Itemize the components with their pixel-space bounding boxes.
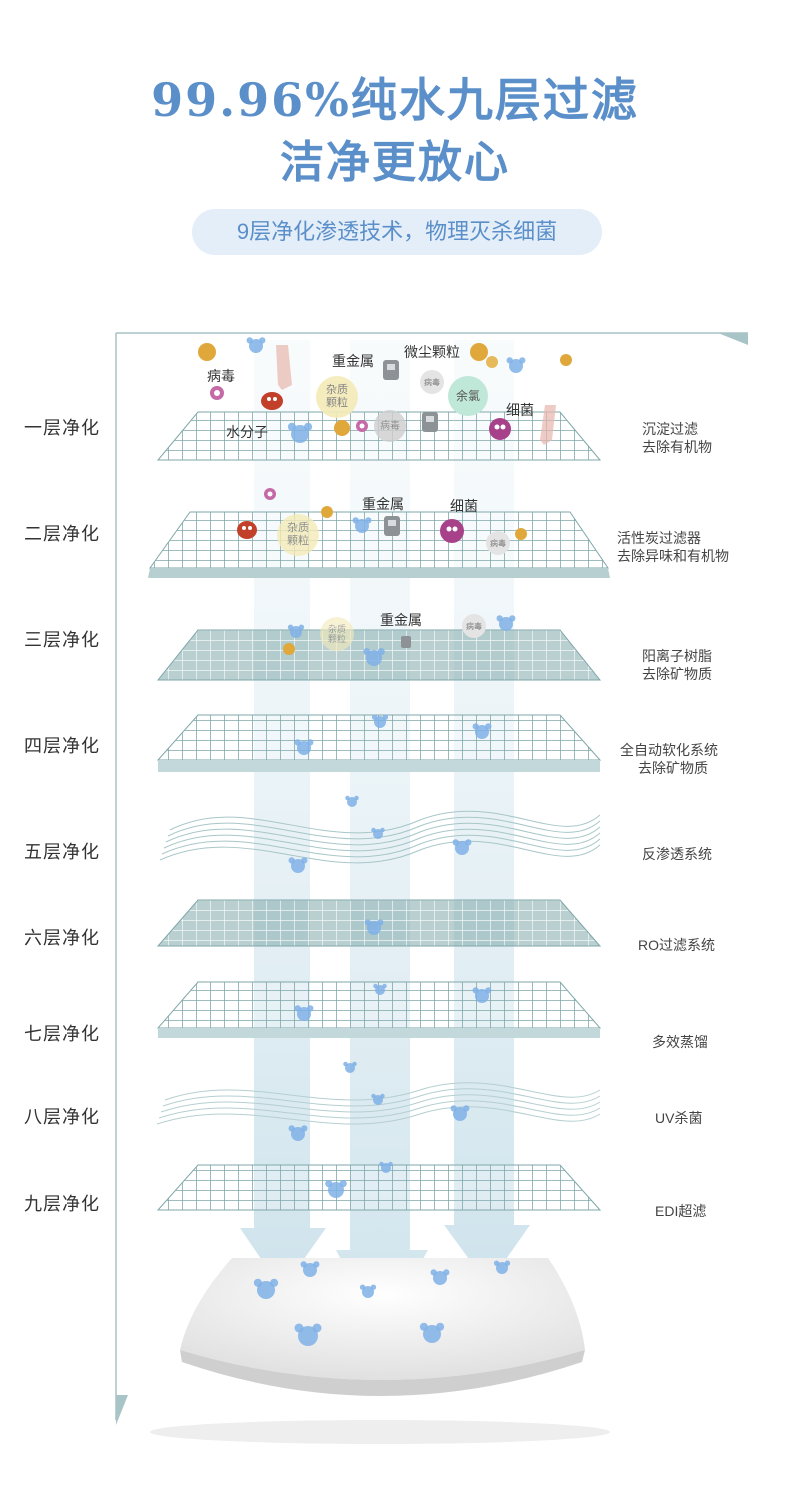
water-molecule-icon [287,624,305,638]
layer-name-5: 五层净化 [24,842,100,862]
headline-line-1: 99.96%纯水九层过滤 [151,73,639,127]
layer-name-2: 二层净化 [24,524,100,544]
water-bowl [150,1258,610,1444]
dust-particle [486,356,498,368]
filter-layer-8 [156,1082,601,1125]
residual-chlorine-bubble: 余氯 [448,376,488,416]
dust-particle [321,506,333,518]
bacteria-icon [489,418,511,440]
water-molecule-icon [287,422,313,443]
falling-particle [540,405,556,445]
water-molecule-icon [363,648,385,666]
heavy-metal-icon [383,360,399,380]
water-molecule-icon [359,1284,377,1298]
heavy-metal-icon [384,516,400,536]
label-bacteria: 细菌 [450,498,478,514]
layer-desc-4: 全自动软化系统 去除矿物质 [620,742,718,776]
dust-particle [560,354,572,366]
water-molecule-icon [379,1161,393,1173]
virus-bubble: 病毒 [486,531,510,555]
label-heavy-metal: 重金属 [362,496,404,512]
heavy-metal-icon [401,636,411,648]
dust-particle [283,643,295,655]
dust-particle [515,528,527,540]
water-molecule-icon [371,1093,385,1105]
label-dust: 微尘颗粒 [404,344,460,360]
water-molecule-icon [506,357,526,373]
filter-layer-7 [156,981,602,1038]
virus-bubble: 病毒 [462,614,486,638]
layer-desc-5: 反渗透系统 [642,846,712,862]
layer-name-9: 九层净化 [24,1194,100,1214]
layer-name-4: 四层净化 [24,736,100,756]
water-molecule-icon [325,1180,347,1198]
water-molecule-icon [253,1278,279,1299]
water-molecule-icon [419,1322,445,1343]
filter-layer-5 [159,810,601,864]
water-molecule-icon [373,983,387,995]
virus-icon [264,488,276,500]
falling-particle [276,345,292,390]
heavy-metal-icon [422,412,438,432]
water-molecule-icon [452,839,472,855]
headline-line-2: 洁净更放心 [280,137,510,188]
layer-name-6: 六层净化 [24,928,100,948]
water-molecule-icon [345,795,359,807]
water-molecule-icon [493,1260,511,1274]
water-molecule-icon [288,1125,308,1141]
dust-particle [470,343,488,361]
water-molecule-icon [246,337,266,353]
water-molecule-icon [364,919,384,935]
virus-icon [210,386,224,400]
filter-layer-2 [148,511,610,578]
layer-desc-2: 活性炭过滤器 去除异味和有机物 [617,530,729,564]
diagram-frame [115,332,748,1425]
label-bacteria: 细菌 [506,402,534,418]
layer-name-7: 七层净化 [24,1024,100,1044]
label-heavy-metal: 重金属 [380,612,422,628]
filter-layer-9 [156,1164,602,1211]
layer-desc-6: RO过滤系统 [638,937,715,953]
dust-particle [334,420,350,436]
virus-bubble: 病毒 [374,410,406,442]
layer-name-1: 一层净化 [24,418,100,438]
impurity-bubble: 杂质颗粒 [277,514,319,556]
label-heavy-metal: 重金属 [332,353,374,369]
layer-desc-7: 多效蒸馏 [652,1034,708,1050]
water-molecule-icon [472,723,492,739]
layer-desc-3: 阳离子树脂 去除矿物质 [642,648,712,682]
water-molecule-icon [371,714,389,728]
layer-name-3: 三层净化 [24,630,100,650]
germ-icon [261,392,283,410]
impurity-bubble: 杂质颗粒 [316,376,358,418]
water-molecule-icon [288,857,308,873]
virus-bubble: 病毒 [420,370,444,394]
water-molecule-icon [496,615,516,631]
water-molecule-icon [352,517,372,533]
water-molecule-icon [472,987,492,1003]
virus-icon [356,420,368,432]
label-water-molecule: 水分子 [226,424,268,440]
water-molecule-icon [343,1061,357,1073]
label-virus: 病毒 [207,368,235,384]
germ-icon [237,521,257,539]
layer-desc-1: 沉淀过滤 去除有机物 [642,421,712,455]
water-molecule-icon [450,1105,470,1121]
water-molecules [246,337,526,1346]
bacteria-icon [440,519,464,543]
layer-name-8: 八层净化 [24,1107,100,1127]
water-molecule-icon [294,1005,314,1021]
water-molecule-icon [294,1323,322,1346]
dust-particle [198,343,216,361]
layer-desc-9: EDI超滤 [655,1203,707,1219]
water-molecule-icon [300,1261,320,1277]
layer-desc-8: UV杀菌 [655,1110,703,1126]
contaminants [198,343,572,655]
water-molecule-icon [294,739,314,755]
water-molecule-icon [430,1269,450,1285]
impurity-bubble: 杂质颗粒 [320,617,354,651]
subtitle-pill: 9层净化渗透技术，物理灭杀细菌 [192,209,602,255]
water-molecule-icon [371,827,385,839]
